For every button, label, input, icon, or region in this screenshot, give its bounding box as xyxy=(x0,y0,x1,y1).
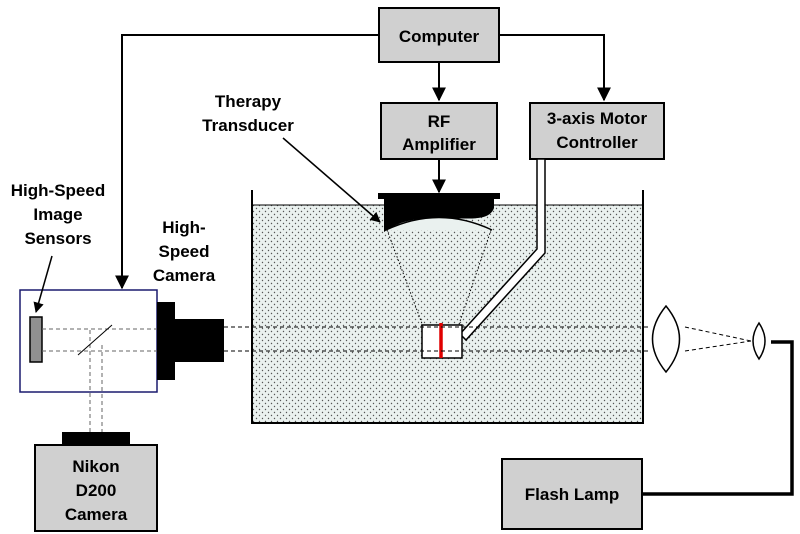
therapy-transducer xyxy=(378,193,500,232)
svg-text:Transducer: Transducer xyxy=(202,116,294,135)
nikon-label-line2: D200 xyxy=(76,481,117,500)
rf-amplifier-label-line2: Amplifier xyxy=(402,135,476,154)
computer-box: Computer xyxy=(378,7,500,63)
nikon-label-line3: Camera xyxy=(65,505,128,524)
motor-controller-label-line2: Controller xyxy=(556,133,638,152)
motor-controller-label-line1: 3-axis Motor xyxy=(547,109,648,128)
rf-amplifier-label-line1: RF xyxy=(428,112,451,131)
svg-text:High-Speed: High-Speed xyxy=(11,181,105,200)
svg-text:Speed: Speed xyxy=(158,242,209,261)
nikon-label-line1: Nikon xyxy=(72,457,119,476)
beam-splitter xyxy=(77,324,113,356)
svg-text:Therapy: Therapy xyxy=(215,92,282,111)
computer-label: Computer xyxy=(399,27,480,46)
svg-text:High-: High- xyxy=(162,218,205,237)
svg-text:Image: Image xyxy=(33,205,82,224)
flash-lamp-cable xyxy=(642,340,794,496)
svg-text:Sensors: Sensors xyxy=(24,229,91,248)
rf-amplifier-box: RF Amplifier xyxy=(380,102,498,160)
computer-connections xyxy=(115,34,611,290)
nikon-camera: Nikon D200 Camera xyxy=(34,432,158,532)
flash-lamp-box: Flash Lamp xyxy=(501,458,643,530)
therapy-transducer-label: Therapy Transducer xyxy=(202,92,381,223)
motor-controller-box: 3-axis Motor Controller xyxy=(529,102,665,160)
water-tank xyxy=(251,190,644,424)
optical-beam xyxy=(224,326,752,352)
flash-lamp-label: Flash Lamp xyxy=(525,485,619,504)
high-speed-camera-label: High- Speed Camera xyxy=(153,218,216,285)
image-sensors-label: High-Speed Image Sensors xyxy=(11,181,105,314)
motor-arm xyxy=(458,158,546,342)
internal-beam xyxy=(42,328,157,432)
small-lens xyxy=(752,321,766,361)
large-lens xyxy=(651,304,681,374)
target-sample xyxy=(421,323,463,359)
image-sensor xyxy=(29,316,43,363)
high-speed-camera xyxy=(19,289,224,393)
svg-text:Camera: Camera xyxy=(153,266,216,285)
